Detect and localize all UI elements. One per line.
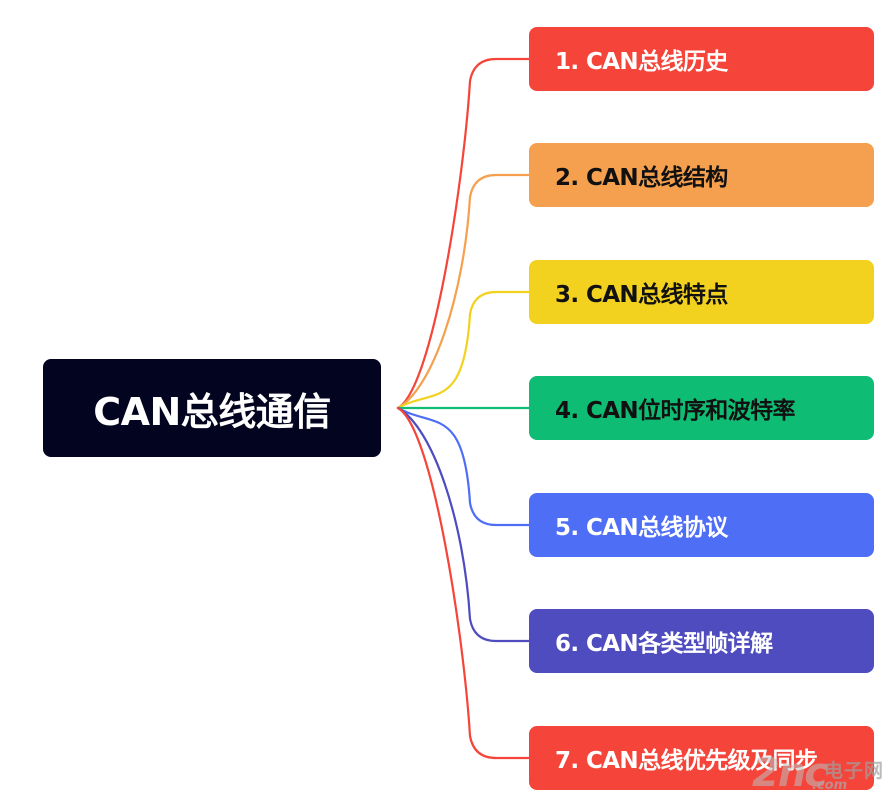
branch-node-label: 1. CAN总线历史 — [555, 49, 728, 75]
branch-node-label: 4. CAN位时序和波特率 — [555, 398, 795, 424]
connector-line-7 — [396, 406, 531, 760]
branch-node-3[interactable]: 3. CAN总线特点 — [529, 260, 874, 324]
connector-line-3 — [396, 290, 531, 410]
connector-line-5 — [396, 406, 531, 527]
branch-node-label: 6. CAN各类型帧详解 — [555, 631, 773, 657]
connector-line-6 — [396, 406, 531, 643]
root-node-label: CAN总线通信 — [93, 389, 331, 434]
branch-node-label: 2. CAN总线结构 — [555, 165, 728, 191]
branch-node-5[interactable]: 5. CAN总线协议 — [529, 493, 874, 557]
branch-node-label: 5. CAN总线协议 — [555, 515, 728, 541]
branch-node-label: 3. CAN总线特点 — [555, 282, 728, 308]
branch-node-4[interactable]: 4. CAN位时序和波特率 — [529, 376, 874, 440]
branch-node-7[interactable]: 7. CAN总线优先级及同步 — [529, 726, 874, 790]
connector-line-2 — [396, 173, 531, 410]
root-node[interactable]: CAN总线通信 — [43, 359, 381, 457]
connector-line-1 — [396, 57, 531, 410]
branch-node-6[interactable]: 6. CAN各类型帧详解 — [529, 609, 874, 673]
branch-node-1[interactable]: 1. CAN总线历史 — [529, 27, 874, 91]
branch-node-label: 7. CAN总线优先级及同步 — [555, 748, 818, 774]
branch-node-2[interactable]: 2. CAN总线结构 — [529, 143, 874, 207]
